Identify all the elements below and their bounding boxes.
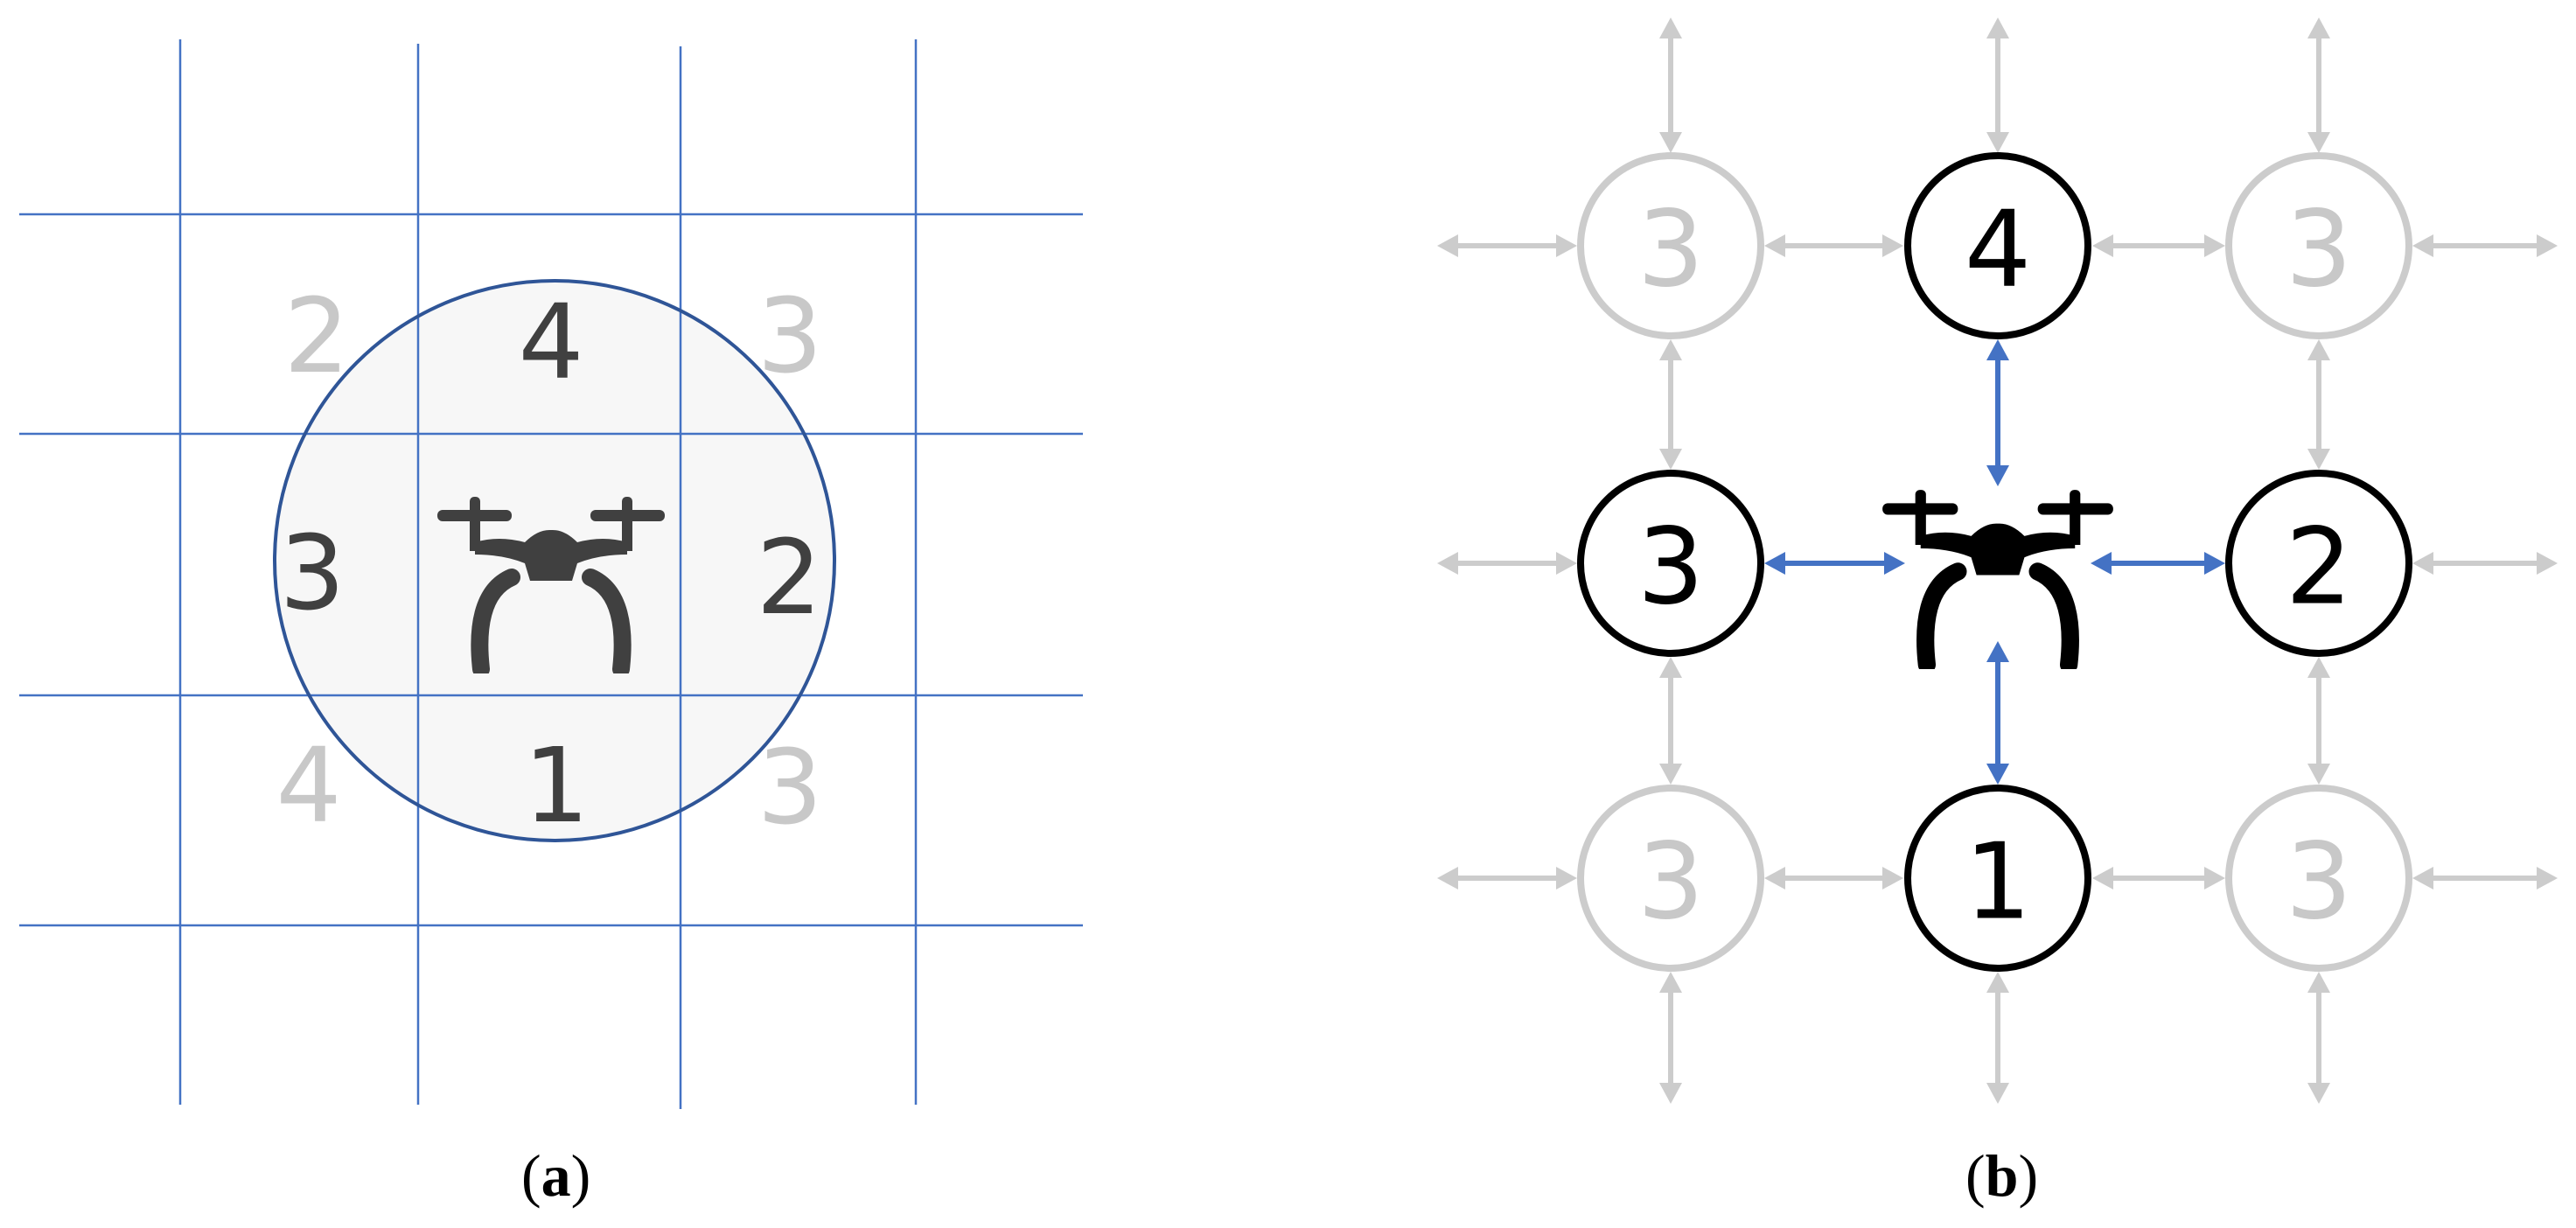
edge-arrow xyxy=(2092,867,2225,890)
drone-icon xyxy=(1882,490,2113,665)
edge-arrow xyxy=(1764,234,1903,257)
caption-b: (b) xyxy=(1965,1142,2039,1209)
neighbor-arrow-right xyxy=(2091,552,2225,575)
edge-arrow xyxy=(1659,972,1682,1104)
edge-arrow xyxy=(1986,17,2009,153)
coverage-circle-outline xyxy=(273,279,836,842)
edge-arrow xyxy=(1437,234,1577,257)
node-label-bottom-left: 3 xyxy=(1637,822,1704,944)
edge-arrow xyxy=(2307,17,2330,153)
node-left xyxy=(1577,470,1764,657)
node-label-top-right: 3 xyxy=(2286,190,2352,311)
caption-a-letter: a xyxy=(541,1142,571,1209)
cell-label-bottom-right: 3 xyxy=(757,727,822,848)
edge-arrow xyxy=(1437,552,1577,575)
edge-arrow xyxy=(1986,972,2009,1104)
cell-label-top-right: 3 xyxy=(757,276,822,396)
cell-label-top-left: 2 xyxy=(283,276,349,396)
caption-a: (a) xyxy=(521,1142,591,1209)
edge-arrow xyxy=(1437,867,1577,890)
node-top-right xyxy=(2225,152,2412,339)
edge-arrow xyxy=(1764,867,1903,890)
node-label-bottom-right: 3 xyxy=(2286,822,2352,944)
node-bottom xyxy=(1904,785,2091,972)
edge-arrow xyxy=(2412,234,2558,257)
edge-arrow xyxy=(2307,657,2330,785)
edge-arrow xyxy=(2412,867,2558,890)
node-label-top-left: 3 xyxy=(1637,190,1704,311)
node-top-left xyxy=(1577,152,1764,339)
node-bottom-right xyxy=(2225,785,2412,972)
edge-arrow xyxy=(1659,339,1682,470)
neighbor-arrow-bottom xyxy=(1986,641,2009,785)
edge-arrow xyxy=(2412,552,2558,575)
edge-arrow xyxy=(1659,17,1682,153)
caption-b-letter: b xyxy=(1985,1142,2019,1209)
neighbor-arrow-top xyxy=(1986,339,2009,486)
node-top xyxy=(1904,152,2091,339)
grid xyxy=(19,39,1083,1109)
cell-label-left: 3 xyxy=(279,513,345,633)
edge-arrow xyxy=(2092,234,2225,257)
cell-label-right: 2 xyxy=(756,517,821,638)
cell-label-top: 4 xyxy=(518,282,583,402)
node-right xyxy=(2225,470,2412,657)
cell-label-bottom: 1 xyxy=(523,725,589,846)
panel-a: 2 4 3 3 2 4 1 3 xyxy=(19,39,1083,1109)
panel-b: 3 4 3 3 2 3 1 3 xyxy=(1437,17,2558,1104)
adjacency-arrows xyxy=(1437,17,2558,1104)
node-label-right: 2 xyxy=(2286,507,2352,629)
neighbor-arrow-left xyxy=(1764,552,1905,575)
node-bottom-left xyxy=(1577,785,1764,972)
edge-arrow xyxy=(1659,657,1682,785)
node-label-left: 3 xyxy=(1637,507,1704,629)
node-label-bottom: 1 xyxy=(1965,822,2031,944)
edge-arrow xyxy=(2307,972,2330,1104)
edge-arrow xyxy=(2307,339,2330,470)
cell-label-bottom-left: 4 xyxy=(276,725,341,846)
node-label-top: 4 xyxy=(1965,190,2031,311)
